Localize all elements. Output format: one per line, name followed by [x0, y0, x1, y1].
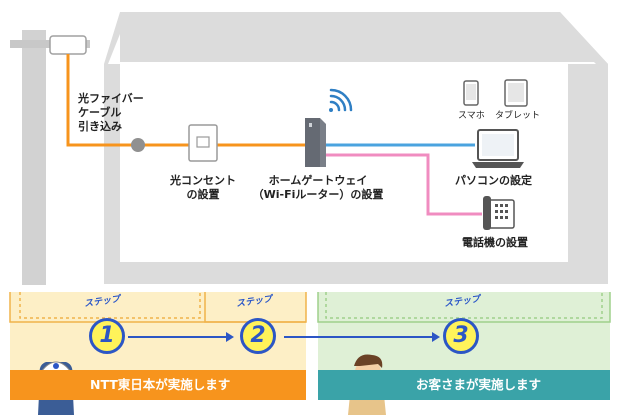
laptop-icon [472, 129, 524, 168]
wall-entry-point [131, 138, 145, 152]
ntt-band-label: NTT東日本が実施します [90, 377, 231, 392]
customer-band-label: お客さまが実施します [416, 377, 542, 392]
tablet-icon [504, 79, 528, 107]
tablet-label: タブレット [495, 111, 541, 121]
utility-pole [10, 30, 90, 285]
home-gateway-label: ホームゲートウェイ （Wi-Fiルーター）の設置 [252, 174, 384, 201]
optical-outlet-icon [188, 124, 218, 162]
router-icon [305, 118, 326, 167]
wifi-icon [329, 88, 353, 112]
step-3-circle: 3 [443, 318, 479, 354]
step-1-circle: 1 [89, 318, 125, 354]
phone-cable-line [325, 153, 482, 216]
step-2-circle: 2 [240, 318, 276, 354]
phone-setup-label: 電話機の設置 [462, 236, 528, 249]
fiber-cable-label: 光ファイバー ケーブル 引き込み [78, 92, 144, 133]
pc-setup-label: パソコンの設定 [455, 174, 532, 187]
step-arrows [128, 332, 440, 342]
customer-band: お客さまが実施します [318, 370, 610, 400]
telephone-icon [483, 196, 515, 230]
smartphone-icon [463, 80, 479, 106]
ntt-band: NTT東日本が実施します [10, 370, 306, 400]
fiber-cable-line [66, 54, 310, 147]
optical-outlet-label: 光コンセント の設置 [170, 174, 236, 201]
smartphone-label: スマホ [458, 111, 485, 121]
house-illustration [104, 12, 608, 284]
